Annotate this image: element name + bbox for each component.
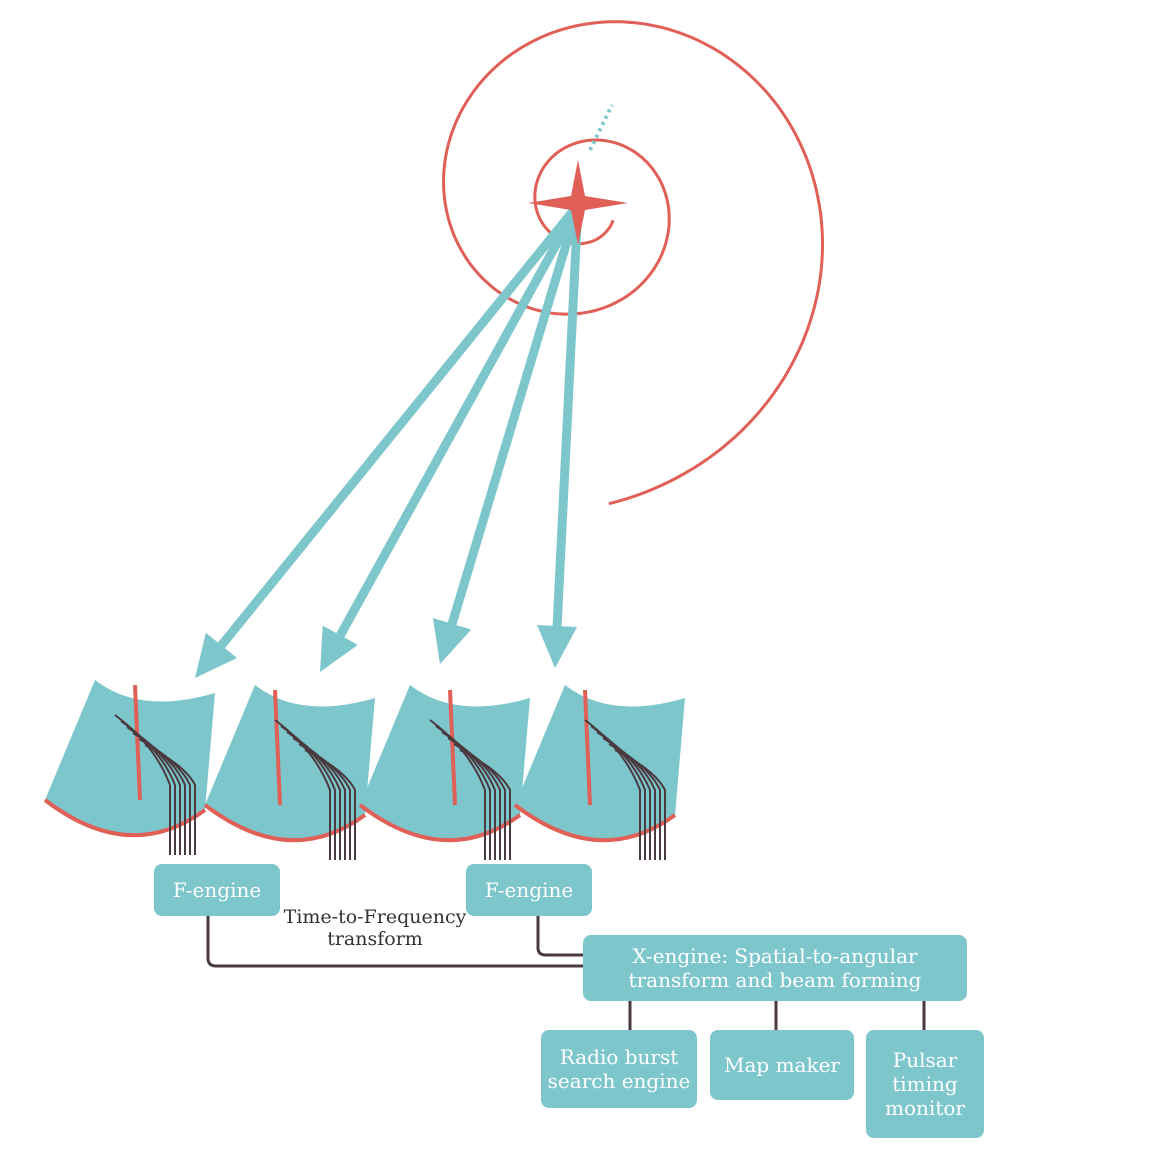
dish-2-rim xyxy=(203,803,367,843)
map-maker-label: Map maker xyxy=(724,1053,840,1077)
f-engine-label-2: F-engine xyxy=(484,878,574,902)
f-engine-label-1: F-engine xyxy=(172,878,262,902)
signal-arrow-icon-4 xyxy=(537,625,578,668)
transform-caption: Time-to-Frequency transform xyxy=(283,906,467,950)
dish-4-cable-3 xyxy=(596,731,651,860)
dish-3-body xyxy=(360,685,530,841)
signal-arrow-icon-1 xyxy=(195,632,237,678)
dish-3-cable-3 xyxy=(441,731,496,860)
dish-3-rim xyxy=(358,803,522,843)
dish-4-cylinder-reflector-icon xyxy=(513,685,685,860)
dish-2-cable-6 xyxy=(304,749,356,860)
dish-4-body xyxy=(515,685,685,841)
dish-3-feed-line xyxy=(448,689,457,806)
radio-source-star-icon xyxy=(528,160,628,245)
dish-2-body xyxy=(205,685,375,841)
dish-4-cable-5 xyxy=(608,743,661,860)
dish-3-cable-6 xyxy=(459,749,511,860)
dish-4-cable-2 xyxy=(590,725,646,860)
f-engine-box-1: F-engine xyxy=(154,864,280,916)
dish-2-cable-2 xyxy=(280,725,336,860)
x-engine-label: X-engine: Spatial-to-angular transform a… xyxy=(628,944,922,992)
pulsar-timing-monitor-box: Pulsar timing monitor xyxy=(866,1030,984,1138)
dish-2-cylinder-reflector-icon xyxy=(203,685,375,860)
signal-arrow-shaft-4 xyxy=(552,200,583,631)
signal-arrow-shaft-3 xyxy=(447,200,583,629)
dish-1-feed-line xyxy=(133,684,142,801)
dish-3-cable-5 xyxy=(453,743,506,860)
signal-arrow-icon-2 xyxy=(320,625,358,672)
dish-1-cable-3 xyxy=(126,726,181,855)
dish-1-cable-4 xyxy=(132,732,186,855)
dish-1-cable-5 xyxy=(138,738,191,855)
wire-f1-to-x xyxy=(206,916,583,968)
dish-3-cable-2 xyxy=(435,725,491,860)
dish-1-cable-2 xyxy=(120,720,176,855)
x-engine-box: X-engine: Spatial-to-angular transform a… xyxy=(583,935,967,1001)
dish-4-cable-6 xyxy=(614,749,666,860)
dish-1-body xyxy=(45,680,215,836)
radio-burst-search-box: Radio burst search engine xyxy=(541,1030,697,1108)
map-maker-box: Map maker xyxy=(710,1030,854,1100)
dish-4-cable-4 xyxy=(602,737,656,860)
dish-4-feed-line xyxy=(583,689,592,806)
dish-2-feed-line xyxy=(273,689,282,806)
pulsar-timing-monitor-label: Pulsar timing monitor xyxy=(885,1048,965,1120)
dish-1-cylinder-reflector-icon xyxy=(43,680,215,855)
dish-2-cable-5 xyxy=(298,743,351,860)
spiral-arm xyxy=(442,20,825,506)
dish-1-cable-6 xyxy=(144,744,196,855)
dish-1-rim xyxy=(43,798,207,838)
wire-f2-to-x xyxy=(536,916,583,957)
radio-burst-search-label: Radio burst search engine xyxy=(547,1045,691,1093)
dish-2-cable-4 xyxy=(292,737,346,860)
signal-arrow-icon-3 xyxy=(432,618,472,664)
dish-4-rim xyxy=(513,803,677,843)
signal-arrow-shaft-2 xyxy=(335,200,583,640)
dish-2-cable-3 xyxy=(286,731,341,860)
dish-3-cylinder-reflector-icon xyxy=(358,685,530,860)
signal-arrow-shaft-1 xyxy=(216,200,583,650)
jet-icon xyxy=(588,104,614,151)
f-engine-box-2: F-engine xyxy=(466,864,592,916)
dish-3-cable-4 xyxy=(447,737,501,860)
